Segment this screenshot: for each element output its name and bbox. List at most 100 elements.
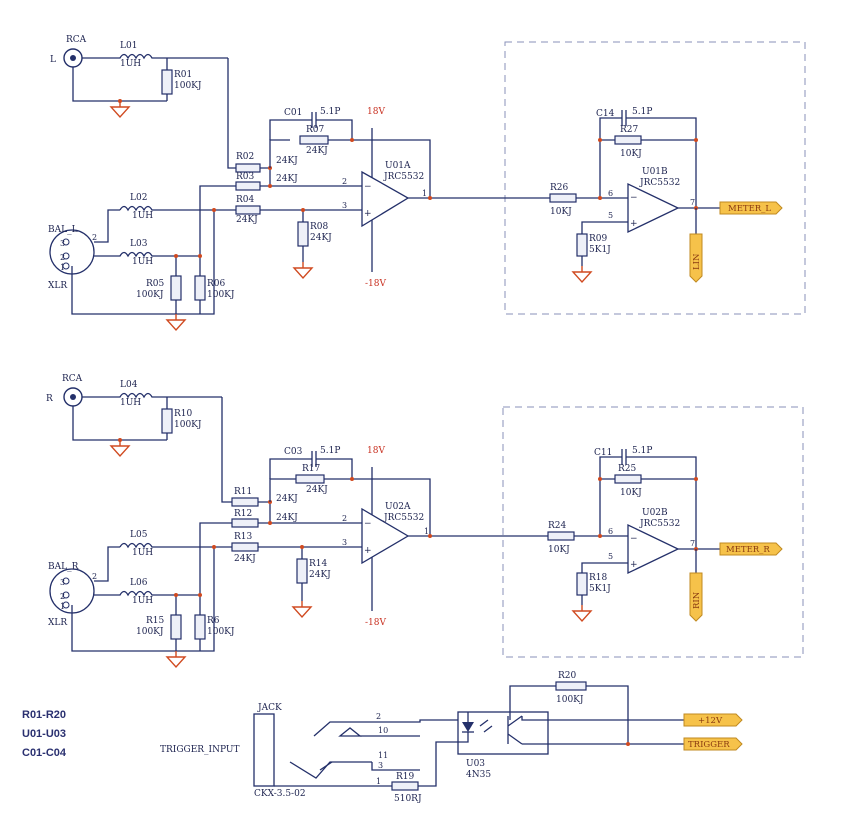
r15-value: 100KJ xyxy=(136,627,164,637)
pin-label: 6 xyxy=(608,527,613,536)
pin-label: 3 xyxy=(342,538,347,547)
r20-value: 100KJ xyxy=(556,695,584,705)
svg-text:1: 1 xyxy=(60,263,65,272)
resistor-r14-icon xyxy=(296,558,308,584)
v12-port xyxy=(683,713,743,727)
l06-label: L06 xyxy=(130,578,148,588)
svg-text:2: 2 xyxy=(92,572,97,581)
rca-label: RCA xyxy=(62,374,83,384)
r10-value: 100KJ xyxy=(174,420,202,430)
resistor-r06-icon xyxy=(194,275,206,301)
resistor-r01-icon xyxy=(161,69,173,95)
l05-label: L05 xyxy=(130,530,148,540)
jack-pin-label: 11 xyxy=(378,751,388,760)
r01-label: R01 xyxy=(174,70,192,80)
pin-label: 1 xyxy=(424,527,429,536)
r12-label: R12 xyxy=(234,509,252,519)
opamp-u02a-icon xyxy=(361,507,410,565)
resistor-r12-icon xyxy=(231,518,259,528)
r07-label: R07 xyxy=(306,125,325,135)
vpos-label: 18V xyxy=(367,107,385,117)
resistor-r19-icon xyxy=(391,781,419,791)
resistor-r09-icon xyxy=(576,233,588,257)
l01-value: 1UH xyxy=(120,59,141,69)
u02b-type: JRC5532 xyxy=(639,519,680,529)
resistor-r24-icon xyxy=(547,531,575,541)
r04-label: R04 xyxy=(236,195,255,205)
r08-label: R08 xyxy=(310,222,329,232)
u03-label: U03 xyxy=(466,759,485,769)
svg-text:−: − xyxy=(364,182,372,192)
r08-value: 24KJ xyxy=(310,233,332,243)
jack-pin-label: 10 xyxy=(378,726,388,735)
r11-label: R11 xyxy=(234,487,252,497)
resistor-r17-icon xyxy=(295,474,325,484)
trigger-section: R01-R20 U01-U03 C01-C04 TRIGGER_INPUT JA… xyxy=(22,671,743,804)
c11-label: C11 xyxy=(594,448,612,458)
trigger-input-label: TRIGGER_INPUT xyxy=(160,745,239,755)
r01-value: 100KJ xyxy=(174,81,202,91)
bal-label: BAL_R xyxy=(48,562,79,572)
r26-value: 10KJ xyxy=(550,207,572,217)
r27-value: 10KJ xyxy=(620,149,642,159)
r03-value: 24KJ xyxy=(276,174,298,184)
c01-value: 5.1P xyxy=(320,107,340,117)
trigger-port-label: TRIGGER xyxy=(688,740,730,750)
pin-label: 5 xyxy=(608,552,613,561)
r19-label: R19 xyxy=(396,772,415,782)
meter-r-port xyxy=(719,542,783,556)
svg-text:−: − xyxy=(630,534,638,544)
resistor-r13-icon xyxy=(231,542,259,552)
channel-side-label: R xyxy=(46,394,53,404)
r17-value: 24KJ xyxy=(306,485,328,495)
pin-label: 3 xyxy=(342,201,347,210)
u02b-label: U02B xyxy=(642,508,668,518)
channel-side-label: L xyxy=(50,55,56,65)
resistor-r18-icon xyxy=(576,572,588,596)
u01a-label: U01A xyxy=(385,161,411,171)
r03-label: R03 xyxy=(236,172,255,182)
pin-label: 7 xyxy=(690,539,695,548)
r05-value: 100KJ xyxy=(136,290,164,300)
rin-port-label: RIN xyxy=(692,591,702,609)
u01b-type: JRC5532 xyxy=(639,178,680,188)
c03-label: C03 xyxy=(284,447,303,457)
r05-label: R05 xyxy=(146,279,165,289)
pin-label: 6 xyxy=(608,189,613,198)
c03-value: 5.1P xyxy=(320,446,340,456)
resistor-r02-icon xyxy=(235,163,261,173)
r09-value: 5K1J xyxy=(589,245,611,255)
resistor-r04-icon xyxy=(235,205,261,215)
l02-label: L02 xyxy=(130,193,147,203)
svg-text:−: − xyxy=(364,519,372,529)
resistor-r27-icon xyxy=(614,135,642,145)
svg-text:2: 2 xyxy=(60,592,65,601)
r11-value: 24KJ xyxy=(276,494,298,504)
c11-value: 5.1P xyxy=(632,446,652,456)
xlr-label: XLR xyxy=(48,281,67,291)
inductor-l04-icon xyxy=(82,392,222,399)
l05-value: 1UH xyxy=(132,548,153,558)
lin-port xyxy=(689,233,703,283)
l03-label: L03 xyxy=(130,239,148,249)
right-channel: RCA R L04 1UH R10 100KJ R11 24KJ R12 24K… xyxy=(46,374,804,668)
jack-body-icon xyxy=(253,713,275,787)
r14-label: R14 xyxy=(309,559,328,569)
svg-text:+: + xyxy=(364,209,372,219)
resistor-r03-icon xyxy=(235,181,261,191)
u01b-label: U01B xyxy=(642,167,668,177)
pin-label: 2 xyxy=(342,177,347,186)
meter-block-outline xyxy=(502,406,804,658)
r13-value: 24KJ xyxy=(234,554,256,564)
r25-label: R25 xyxy=(618,464,637,474)
resistor-r26-icon xyxy=(549,193,577,203)
bom-line: C01-C04 xyxy=(22,747,67,759)
opamp-u01a-icon xyxy=(361,170,410,228)
l03-value: 1UH xyxy=(132,257,153,267)
opamp-u01b-icon xyxy=(627,182,680,234)
svg-text:3: 3 xyxy=(60,239,65,248)
bom-line: R01-R20 xyxy=(22,709,66,721)
pin-label: 2 xyxy=(342,514,347,523)
r24-label: R24 xyxy=(548,521,567,531)
svg-text:3: 3 xyxy=(60,578,65,587)
